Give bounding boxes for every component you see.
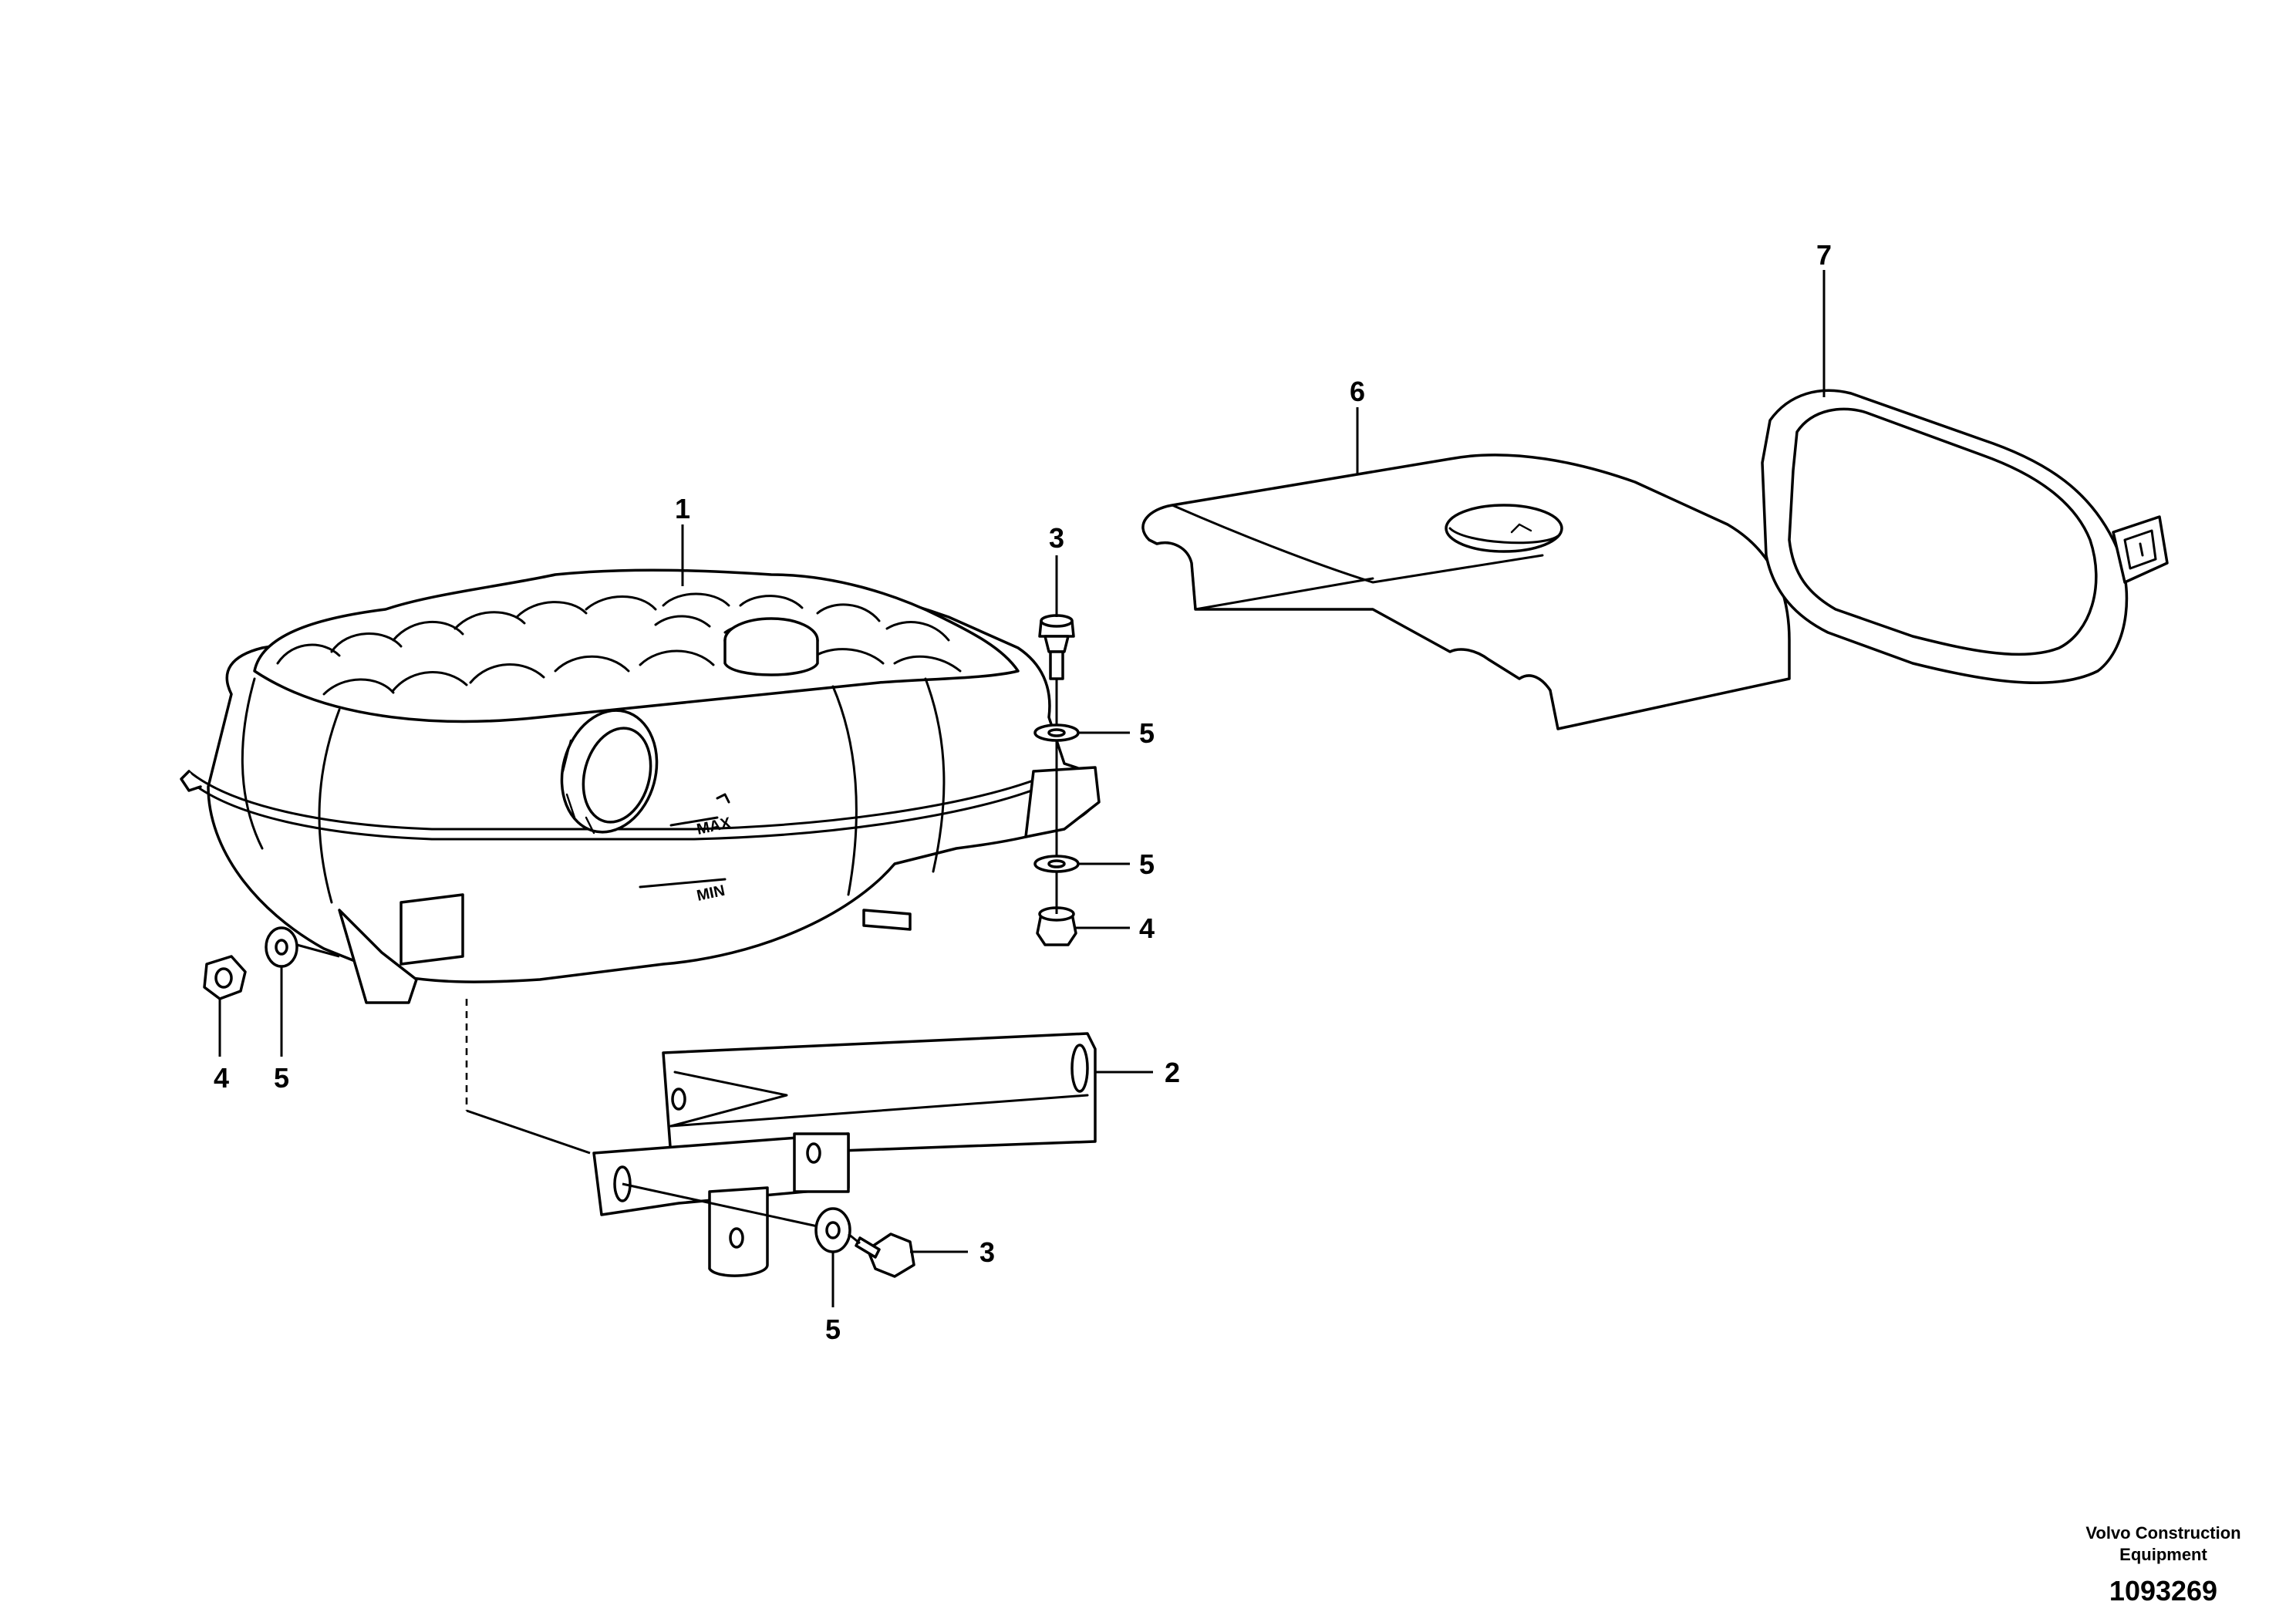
callout-4-left: 4 — [214, 1062, 229, 1094]
company-line-1: Volvo Construction — [2085, 1523, 2240, 1543]
callout-7: 7 — [1816, 239, 1832, 271]
callout-5-left: 5 — [274, 1062, 289, 1094]
callout-labels: 1 2 3 3 4 4 5 5 5 5 6 7 — [214, 239, 1832, 1345]
company-line-2: Equipment — [2119, 1545, 2207, 1564]
washer-left — [265, 926, 298, 968]
mounting-bracket — [592, 1032, 1097, 1277]
footer-stamp: Volvo Construction Equipment 1093269 — [2085, 1523, 2240, 1607]
callout-3-upper: 3 — [1049, 522, 1064, 554]
callout-3-lower: 3 — [979, 1236, 995, 1268]
bolt-lower — [855, 1233, 915, 1278]
nut-left — [203, 955, 247, 1000]
callout-5-lower-right: 5 — [1139, 848, 1155, 880]
bolt-upper — [1038, 614, 1075, 680]
expansion-tank: MAX MIN — [180, 568, 1101, 1004]
washer-lower-right — [1033, 855, 1080, 873]
washer-upper-right — [1033, 723, 1080, 742]
leader-lines — [218, 270, 1826, 1307]
callout-1: 1 — [675, 493, 690, 524]
cover-plate — [1141, 454, 1791, 730]
callout-2: 2 — [1165, 1057, 1180, 1088]
callout-5-upper-right: 5 — [1139, 717, 1155, 749]
callout-6: 6 — [1350, 376, 1365, 407]
callout-4-right: 4 — [1139, 912, 1155, 944]
callout-5-bottom: 5 — [825, 1313, 841, 1345]
washer-bottom — [814, 1207, 851, 1253]
retaining-strap — [1761, 389, 2169, 685]
reference-number: 1093269 — [2109, 1575, 2217, 1607]
